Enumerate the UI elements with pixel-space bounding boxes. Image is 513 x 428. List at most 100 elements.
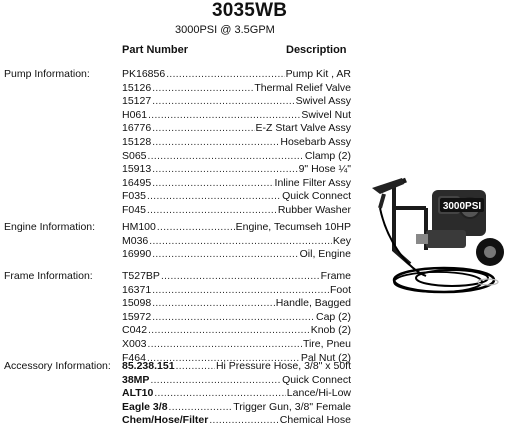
part-number: F464 [122,351,146,364]
dot-leader [157,221,235,234]
model-title: 3035WB [212,0,288,21]
part-row: 16371 Foot [122,283,351,297]
part-description: Swivel Nut [301,108,351,121]
part-description: Frame [320,270,351,282]
part-number: M036 [122,234,149,247]
part-description: Swivel Assy [295,95,351,108]
part-number: 16776 [122,122,152,135]
part-number: PK16856 [122,68,166,80]
dot-leader [148,324,310,337]
part-row: F464 Pal Nut (2) [122,351,351,365]
dot-leader [148,338,302,351]
dot-leader [166,68,284,81]
part-row: 15126Thermal Relief Valve [122,81,351,95]
dot-leader [152,136,279,149]
part-description: Cap (2) [315,310,351,323]
part-number: 15972 [122,310,152,323]
part-description: Rubber Washer [277,204,351,216]
part-description: Thermal Relief Valve [254,81,351,94]
part-row: 16495 Inline Filter Assy [122,176,351,190]
part-row: C042 Knob (2) [122,323,351,337]
part-description: Clamp (2) [304,149,351,162]
dot-leader [152,163,297,176]
part-number: 38MP [122,373,150,386]
part-row: H061 Swivel Nut [122,108,351,122]
part-number: 15098 [122,297,152,310]
part-row: X003Tire, Pneu [122,337,351,351]
section-label: Engine Information: [4,221,96,233]
dot-leader [209,414,278,427]
part-description: Key [332,234,351,247]
dot-leader [154,387,285,400]
part-number: H061 [122,108,148,121]
dot-leader [152,297,274,310]
part-description: Inline Filter Assy [274,176,351,189]
part-description: Foot [329,283,351,296]
part-description: Chemical Hose [279,414,351,427]
part-description: Pal Nut (2) [300,351,351,364]
dot-leader [150,374,281,387]
part-row: 15127 Swivel Assy [122,94,351,108]
part-number: HM100 [122,221,156,233]
dot-leader [148,150,304,163]
part-row: 16990 Oil, Engine [122,247,351,261]
dot-leader [152,122,254,135]
part-number: 15127 [122,95,152,108]
dot-leader [149,235,332,248]
dot-leader [147,204,277,217]
badge-text: 3000PSI [443,201,482,212]
part-row: 15913 9" Hose ¼" [122,162,351,176]
dot-leader [147,190,281,203]
part-number: F045 [122,204,146,216]
part-row: M036 Key [122,234,351,248]
part-description: Lance/Hi-Low [286,387,351,400]
dot-leader [169,401,233,414]
part-number: C042 [122,324,148,337]
part-number: 15913 [122,163,152,176]
part-number: 85.238.151 [122,360,175,372]
part-row: HM100 Engine, Tecumseh 10HP [122,220,351,234]
part-number: ALT10 [122,387,154,400]
part-description: Handle, Bagged [275,297,351,310]
part-row: ALT10 Lance/Hi-Low [122,386,351,400]
part-row: 15128Hosebarb Assy [122,135,351,149]
section-label: Accessory Information: [4,360,111,372]
part-number-header: Part Number [122,44,189,56]
part-number: 16371 [122,283,152,296]
part-description: Tire, Pneu [302,338,351,350]
part-row: F045 Rubber Washer [122,203,351,217]
dot-leader [161,270,320,283]
part-description: Pump Kit , AR [285,68,351,80]
part-description: Quick Connect [282,373,351,386]
part-description: Hosebarb Assy [280,136,351,148]
part-row: 38MP Quick Connect [122,373,351,387]
model-subtitle: 3000PSI @ 3.5GPM [175,24,275,36]
part-description: 9" Hose ¼" [298,163,351,176]
part-row: 85.238.151Hi Pressure Hose, 3/8" x 50ft [122,359,351,373]
dot-leader [152,177,273,190]
part-row: 15972 Cap (2) [122,310,351,324]
part-description: Oil, Engine [299,248,351,261]
dot-leader [148,109,300,122]
part-number: Chem/Hose/Filter [122,414,209,427]
part-row: S065 Clamp (2) [122,149,351,163]
part-number: 16990 [122,248,152,261]
part-row: Chem/Hose/Filter Chemical Hose [122,413,351,427]
part-number: T527BP [122,270,160,282]
part-number: F035 [122,190,146,203]
part-description: Knob (2) [310,324,351,337]
spray-gun [372,178,404,194]
part-row: 16776E-Z Start Valve Assy [122,121,351,135]
part-row: 15098 Handle, Bagged [122,296,351,310]
part-number: S065 [122,149,147,162]
dot-leader [152,284,329,297]
dot-leader [152,248,298,261]
part-number: Eagle 3/8 [122,400,168,413]
dot-leader [152,82,253,95]
part-description: Engine, Tecumseh 10HP [235,221,351,233]
dot-leader [152,95,294,108]
badge [440,198,484,212]
part-number: 16495 [122,176,152,189]
part-description: Quick Connect [282,190,351,203]
